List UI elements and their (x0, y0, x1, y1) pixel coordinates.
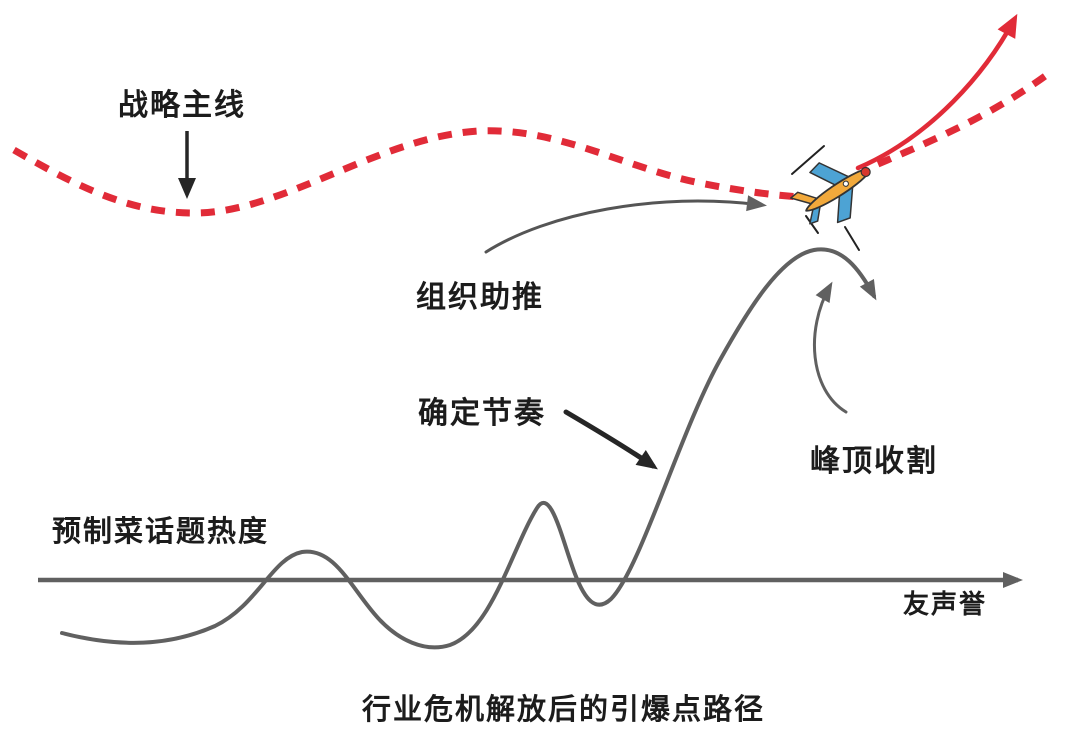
diagram-caption: 行业危机解放后的引爆点路径 (362, 694, 766, 726)
peak-harvest-label: 峰顶收割 (810, 445, 938, 478)
org-boost-arrow (484, 195, 767, 254)
breakout-arrow (855, 13, 1018, 171)
rhythm-arrow (563, 409, 658, 470)
airplane-icon (790, 162, 871, 225)
topic-heat-curve (60, 247, 877, 650)
org-boost-label: 组织助推 (416, 281, 544, 314)
motion-marks (791, 145, 860, 251)
peak-harvest-arrow (813, 281, 848, 414)
strategy-dashed-curve (12, 71, 1051, 217)
set-rhythm-label: 确定节奏 (418, 397, 546, 430)
strategy-line-label: 战略主线 (118, 89, 246, 122)
axis-end-label: 友声誉 (903, 589, 988, 619)
topic-heat-label: 预制菜话题热度 (52, 516, 270, 548)
